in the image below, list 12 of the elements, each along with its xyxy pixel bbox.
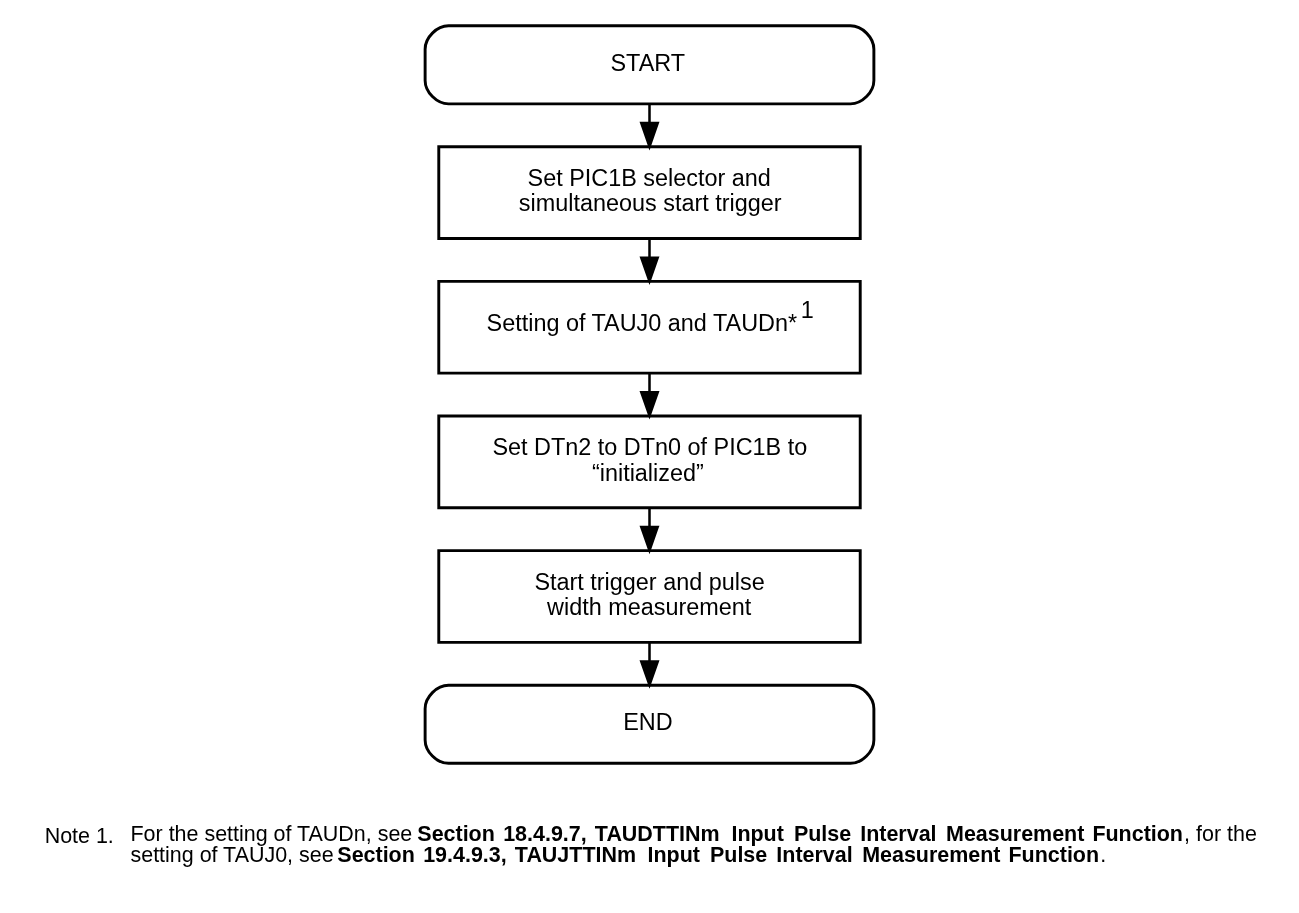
label: Note 1. xyxy=(44,823,114,848)
label: For the setting of TAUDn, see Section 18.4.9.7, TAUDTTINm Input Pulse Interval Measurement Function, for the setting of TAUJ0, see Section 19.4.9.3, TAUJTTINm Input Pulse Interval Measurement Function. xyxy=(130,821,1257,867)
arrow xyxy=(639,642,660,689)
node-box: END xyxy=(423,683,876,765)
node-box: Set PIC1B selector and simultaneous start trigger xyxy=(437,144,862,240)
arrow xyxy=(639,238,660,285)
node-box: Start trigger and pulse width measurement xyxy=(437,548,862,644)
arrow xyxy=(639,372,660,420)
node-box: Set DTn2 to DTn0 of PIC1B to “initialized” xyxy=(437,414,862,509)
arrow xyxy=(639,507,660,554)
node-box: START xyxy=(423,23,876,105)
arrow xyxy=(639,103,660,150)
